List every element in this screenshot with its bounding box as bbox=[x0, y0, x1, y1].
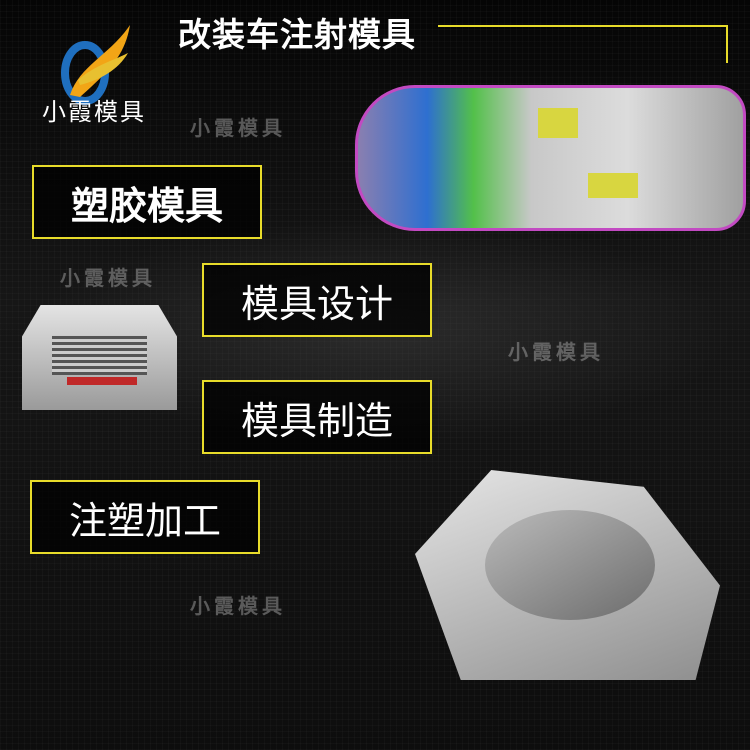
car-body-model-image bbox=[355, 85, 746, 231]
watermark: 小霞模具 bbox=[190, 594, 286, 618]
label-mold-manufacturing: 模具制造 bbox=[202, 380, 432, 454]
label-injection-processing: 注塑加工 bbox=[30, 480, 260, 554]
watermark: 小霞模具 bbox=[508, 340, 604, 364]
title-accent-line bbox=[438, 25, 728, 63]
watermark: 小霞模具 bbox=[60, 266, 156, 290]
watermark: 小霞模具 bbox=[190, 116, 286, 140]
logo-text: 小霞模具 bbox=[42, 98, 146, 126]
label-mold-design: 模具设计 bbox=[202, 263, 432, 337]
page-title: 改装车注射模具 bbox=[178, 15, 416, 54]
logo-icon bbox=[61, 25, 130, 105]
label-plastic-mold: 塑胶模具 bbox=[32, 165, 262, 239]
grille-mold-image bbox=[22, 305, 177, 410]
